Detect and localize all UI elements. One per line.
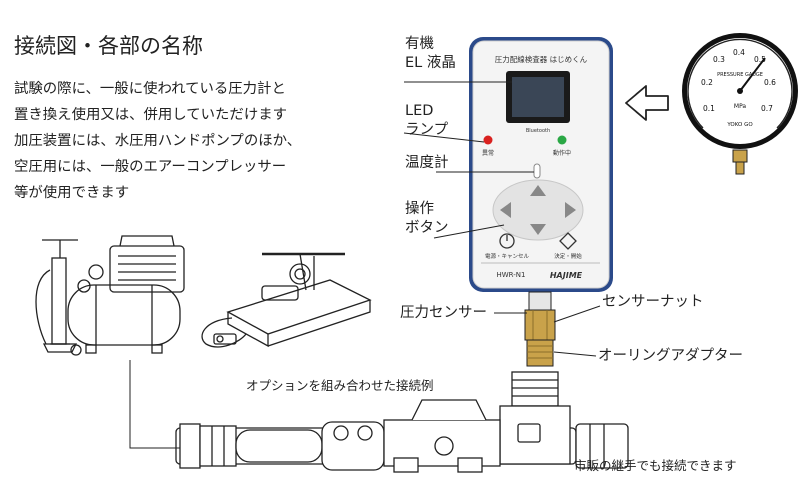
gauge-face-text: PRESSURE GAUGE xyxy=(717,72,763,78)
arrow-left-icon xyxy=(625,85,669,121)
gauge-maker: YOKO GO xyxy=(726,122,753,128)
intro-line: 空圧用には、一般のエアーコンプレッサー xyxy=(14,159,287,175)
gauge-scale-label: 0.7 xyxy=(761,104,773,113)
device-brand: HAJIME xyxy=(550,271,583,280)
connection-assembly-illustration xyxy=(175,371,629,473)
bluetooth-label: Bluetooth xyxy=(526,128,550,134)
callout-thermometer: 温度計 xyxy=(405,155,449,171)
power-button-label: 電源・キャンセル xyxy=(485,252,530,260)
intro-line: 等が使用できます xyxy=(14,185,130,201)
lamp-right-label: 動作中 xyxy=(553,149,571,157)
callout-display-line: 有機 xyxy=(405,36,434,52)
device-model: HWR-N1 xyxy=(497,271,526,279)
gauge-scale-label: 0.6 xyxy=(764,78,776,87)
callout-oring-adapter: オーリングアダプター xyxy=(598,348,743,364)
callout-lamp-line: ランプ xyxy=(405,122,449,138)
callout-display: 有機 EL 液晶 xyxy=(405,35,456,73)
air-compressor-illustration xyxy=(35,235,185,356)
enter-button-label: 決定・開始 xyxy=(554,252,582,260)
callout-commercial: 市販の継手でも接続できます xyxy=(574,458,737,473)
callout-buttons: 操作 ボタン xyxy=(405,200,449,238)
gauge-scale-label: 0.1 xyxy=(703,104,715,113)
hand-pump-illustration xyxy=(201,252,372,348)
gauge-scale-label: 0.4 xyxy=(733,48,745,57)
device-body xyxy=(469,37,613,367)
callout-lamp: LED ランプ xyxy=(405,102,448,140)
gauge-scale-label: 0.3 xyxy=(713,55,725,64)
leader-lines xyxy=(129,81,601,449)
intro-line: 置き換え使用又は、併用していただけます xyxy=(14,107,287,123)
pressure-gauge-illustration xyxy=(682,33,798,175)
intro-text: 試験の際に、一般に使われている圧力計と 置き換え使用又は、併用していただけます … xyxy=(14,76,301,206)
callout-option: オプションを組み合わせた接続例 xyxy=(246,378,434,393)
callout-buttons-line: 操作 xyxy=(405,201,434,217)
callout-sensor-nut: センサーナット xyxy=(602,294,704,310)
device-header: 圧力配線検査器 はじめくん xyxy=(495,54,588,64)
callout-pressure-sensor: 圧力センサー xyxy=(400,305,487,321)
callout-lamp-line: LED xyxy=(405,103,434,119)
gauge-scale-label: 0.2 xyxy=(701,78,713,87)
gauge-scale-label: 0.5 xyxy=(754,55,766,64)
intro-line: 加圧装置には、水圧用ハンドポンプのほか、 xyxy=(14,133,302,149)
callout-buttons-line: ボタン xyxy=(405,220,449,236)
callout-display-line: EL 液晶 xyxy=(405,55,456,71)
page-title: 接続図・各部の名称 xyxy=(14,34,203,58)
gauge-unit: MPa xyxy=(734,103,747,110)
lamp-left-label: 異常 xyxy=(482,149,494,157)
intro-line: 試験の際に、一般に使われている圧力計と xyxy=(14,81,286,97)
